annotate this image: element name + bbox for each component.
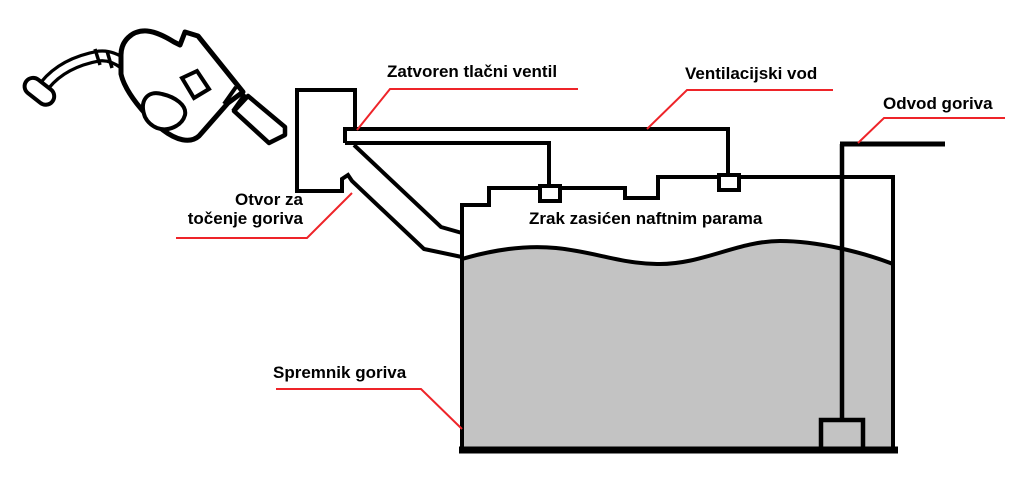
leader-filling-opening [176,192,353,239]
label-pressure-valve: Zatvoren tlačni ventil [387,62,558,81]
tank-outline [460,175,895,449]
label-filling-opening-line1: Otvor za [234,190,303,209]
leader-pressure-valve [356,88,578,131]
label-fuel-outlet: Odvod goriva [883,94,993,113]
nozzle-spout [231,93,288,146]
fuel-fill [462,241,893,448]
label-vapor-space: Zrak zasićen naftnim parama [529,209,763,228]
label-fuel-tank: Spremnik goriva [273,363,407,382]
filler-drop-pipe-upper [352,143,463,235]
foot-valve-box [818,417,866,453]
fuel-surface-line [461,238,894,267]
vent-line-top [343,127,730,176]
nozzle-collar [222,85,247,113]
nozzle-slot [179,68,212,101]
label-vent-line: Ventilacijski vod [685,64,818,83]
nozzle-hose-cap [22,75,57,107]
fuel-nozzle-icon [22,28,288,146]
leader-vent-line [646,89,833,130]
tank-connector-left [538,184,562,203]
label-filling-opening-line2: točenje goriva [187,209,303,228]
vent-line-return [345,141,551,187]
leader-fuel-tank [276,388,463,430]
leader-lines [176,88,1005,430]
nozzle-hose-ticks [93,48,114,69]
leader-fuel-outlet [857,117,1005,144]
label-filling-opening: Otvor za točenje goriva [140,190,303,228]
tank-connector-right [717,173,741,192]
filler-box-outline [295,88,463,259]
nozzle-grip-hole [141,91,188,132]
filler-pipe-assembly [295,88,741,259]
fuel-outlet-pipe [818,141,945,453]
